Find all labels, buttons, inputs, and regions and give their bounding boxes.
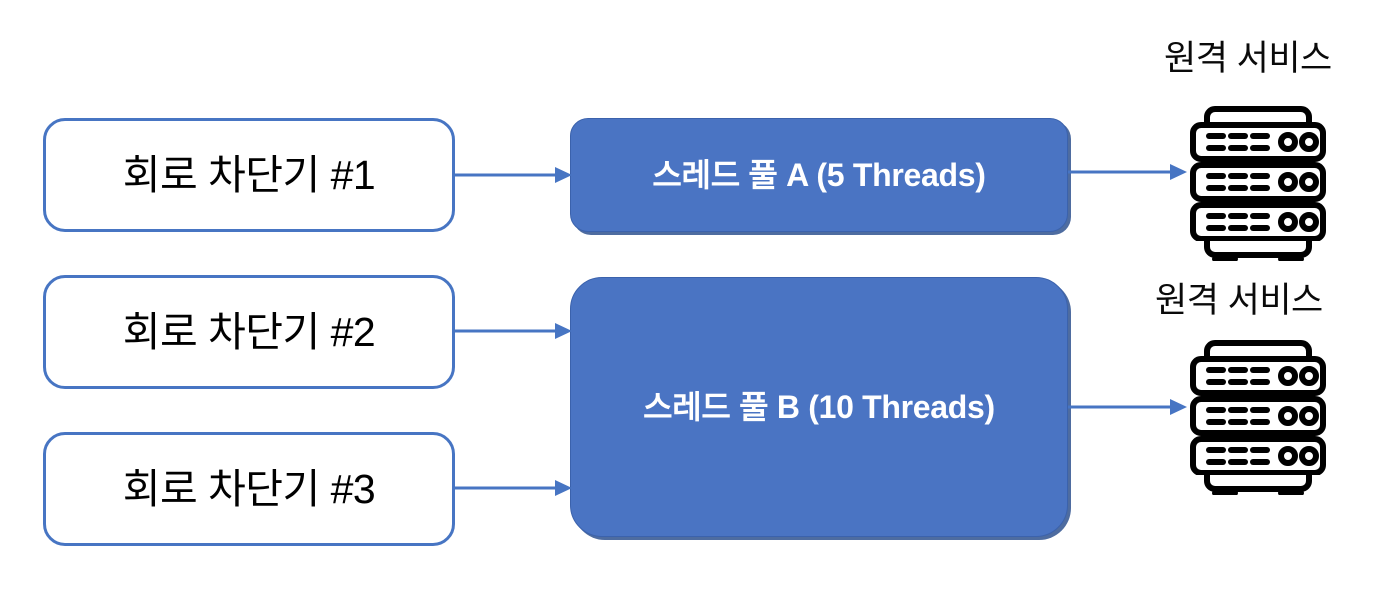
arrow-breaker3-to-poolB: [455, 477, 573, 499]
remote-service-2-label: 원격 서비스: [1155, 281, 1323, 320]
circuit-breaker-2-label: 회로 차단기 #2: [122, 308, 376, 355]
circuit-breaker-3-box[interactable]: 회로 차단기 #3: [43, 432, 455, 546]
circuit-breaker-1-label: 회로 차단기 #1: [122, 151, 376, 198]
remote-service-1-label: 원격 서비스: [1164, 39, 1332, 78]
circuit-breaker-1-box[interactable]: 회로 차단기 #1: [43, 118, 455, 232]
circuit-breaker-3-label: 회로 차단기 #3: [122, 465, 376, 512]
thread-pool-a-label: 스레드 풀 A (5 Threads): [652, 157, 986, 193]
arrow-poolA-to-service1: [1068, 161, 1188, 183]
server-rack-icon: [1185, 103, 1331, 241]
server-rack-base-icon: [1185, 235, 1331, 261]
server-rack-icon: [1185, 337, 1331, 475]
server-rack-base-icon: [1185, 469, 1331, 495]
thread-pool-a-box[interactable]: 스레드 풀 A (5 Threads): [570, 118, 1068, 232]
arrow-breaker2-to-poolB: [455, 320, 573, 342]
thread-pool-b-label: 스레드 풀 B (10 Threads): [643, 389, 995, 425]
arrow-poolB-to-service2: [1068, 396, 1188, 418]
thread-pool-b-box[interactable]: 스레드 풀 B (10 Threads): [570, 277, 1068, 537]
arrow-breaker1-to-poolA: [455, 164, 573, 186]
circuit-breaker-2-box[interactable]: 회로 차단기 #2: [43, 275, 455, 389]
